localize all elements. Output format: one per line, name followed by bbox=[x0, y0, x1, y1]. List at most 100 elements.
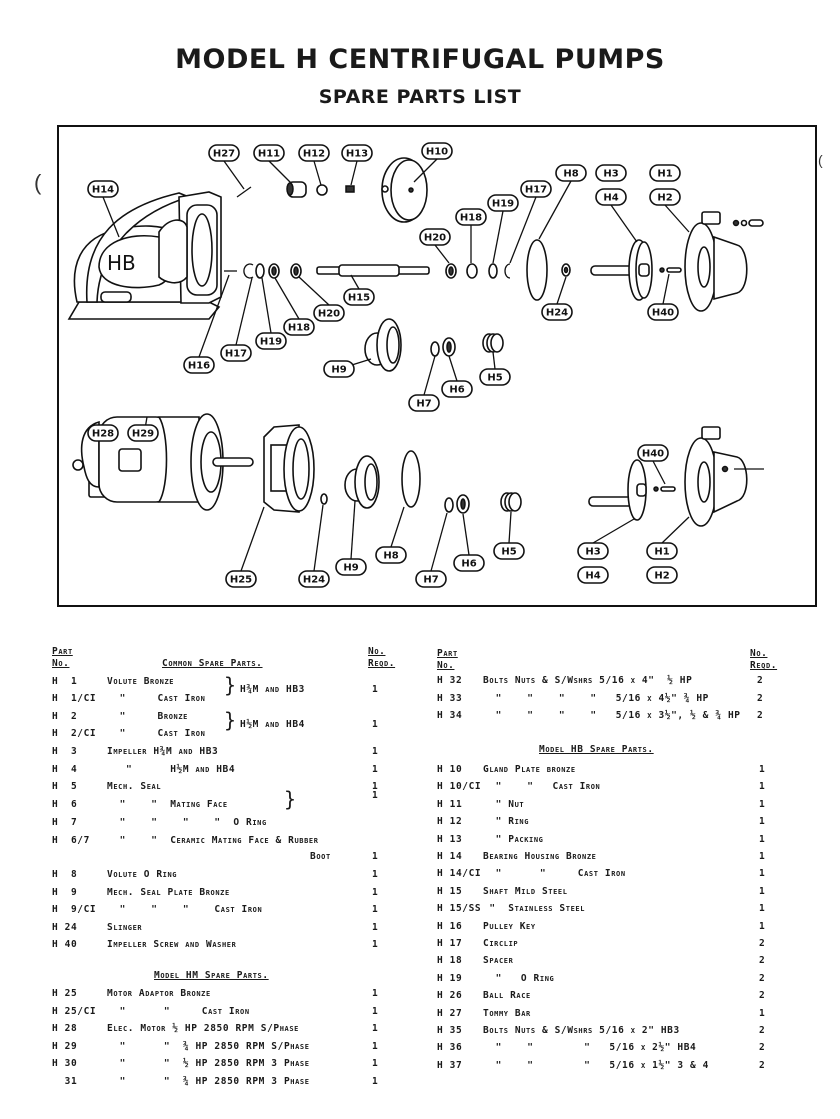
leader-line bbox=[390, 506, 405, 548]
part-number: H 1/CI bbox=[52, 693, 97, 704]
leader-line bbox=[430, 512, 448, 572]
column-header-part: Part bbox=[52, 646, 73, 657]
leader-line bbox=[592, 518, 635, 544]
part-callout: H18 bbox=[274, 277, 315, 336]
callout-label: H19 bbox=[492, 199, 514, 210]
part-number: H 9/CI bbox=[52, 904, 97, 915]
quantity-required: 2 bbox=[759, 938, 766, 949]
part-callout: H7 bbox=[408, 355, 440, 412]
quantity-required: 1 bbox=[372, 1075, 379, 1087]
callout-label: H13 bbox=[346, 149, 368, 160]
callout-label: H18 bbox=[460, 213, 482, 224]
part-description: " " " 5/16 x 1½" 3 & 4 bbox=[483, 1059, 709, 1071]
part-callout: H3 bbox=[595, 164, 627, 182]
column-header-no: No. bbox=[437, 660, 455, 671]
group-qty: 1 bbox=[372, 790, 379, 801]
callout-bubble bbox=[646, 542, 678, 560]
callout-label: H6 bbox=[449, 385, 464, 396]
callout-label: H14 bbox=[92, 185, 114, 196]
part-callout: H5 bbox=[479, 351, 511, 386]
callout-bubble bbox=[577, 542, 609, 560]
callout-label: H20 bbox=[318, 309, 340, 320]
callout-bubble bbox=[577, 566, 609, 584]
section-heading-common: Common Spare Parts. bbox=[162, 658, 263, 669]
part-number: H 13 bbox=[437, 833, 463, 845]
leader-line bbox=[298, 276, 330, 306]
part-description: " " Cast Iron bbox=[107, 1005, 250, 1017]
leader-line bbox=[423, 355, 436, 396]
callout-label: H5 bbox=[487, 373, 502, 384]
part-callout: H24 bbox=[541, 276, 573, 321]
quantity-required: 1 bbox=[759, 781, 766, 793]
part-number: H 15 bbox=[437, 885, 463, 897]
quantity-required: 1 bbox=[372, 1058, 379, 1069]
part-number: H 8 bbox=[52, 869, 78, 880]
leader-line bbox=[662, 273, 670, 305]
part-description: " Stainless Steel bbox=[483, 903, 586, 915]
part-number: H 37 bbox=[437, 1059, 463, 1071]
part-number: H 9 bbox=[52, 887, 78, 898]
volute-o-ring-drawing bbox=[526, 239, 548, 301]
part-number: H 33 bbox=[437, 692, 463, 704]
part-callout: H10 bbox=[413, 142, 453, 183]
part-number: H 4 bbox=[52, 764, 78, 775]
callout-bubble bbox=[637, 444, 669, 462]
part-number: H 10/CI bbox=[437, 781, 482, 793]
leader-line bbox=[509, 196, 537, 264]
callout-bubble bbox=[555, 164, 587, 182]
section-heading-hb: Model HB Spare Parts. bbox=[539, 744, 654, 755]
seal-plate-drawing bbox=[344, 455, 380, 509]
callout-bubble bbox=[323, 360, 355, 378]
part-description: Gland Plate bronze bbox=[483, 764, 576, 775]
callout-label: H16 bbox=[188, 361, 210, 372]
leader-line bbox=[350, 500, 356, 560]
callout-label: H27 bbox=[213, 149, 235, 160]
slinger-bottom-drawing bbox=[320, 493, 328, 505]
part-number: H 25/CI bbox=[52, 1005, 97, 1017]
electric-motor-drawing bbox=[72, 413, 254, 511]
leader-line bbox=[274, 277, 300, 320]
part-number: H 35 bbox=[437, 1025, 463, 1036]
part-description: Slinger bbox=[107, 922, 143, 933]
exploded-view-diagram: HB bbox=[57, 125, 817, 607]
part-callout: H9 bbox=[323, 358, 372, 378]
callout-bubble bbox=[255, 332, 287, 350]
impeller-screw-bottom-drawing bbox=[653, 486, 659, 492]
part-number: H 17 bbox=[437, 938, 463, 949]
callout-bubble bbox=[541, 303, 573, 321]
part-description: Elec. Motor ½ HP 2850 RPM S/Phase bbox=[107, 1023, 299, 1034]
part-number: H 29 bbox=[52, 1040, 78, 1052]
quantity-required: 2 bbox=[757, 710, 764, 721]
callout-bubble bbox=[520, 180, 552, 198]
quantity-required: 1 bbox=[759, 868, 766, 880]
scan-artifact-mark: ( bbox=[34, 170, 42, 195]
part-callout: H4 bbox=[577, 566, 609, 584]
part-callout: H27 bbox=[208, 144, 245, 190]
quantity-required: 2 bbox=[759, 955, 766, 967]
mech-seal-top-drawing bbox=[482, 333, 504, 353]
callout-bubble bbox=[225, 570, 257, 588]
part-description: " Cast Iron bbox=[107, 693, 206, 704]
callout-bubble bbox=[375, 546, 407, 564]
brace-mark: } bbox=[224, 673, 237, 697]
part-description: " " Cast Iron bbox=[483, 781, 601, 793]
part-callout: H40 bbox=[647, 273, 679, 321]
part-callout: H2 bbox=[646, 566, 678, 584]
leader-line bbox=[652, 460, 666, 485]
o-ring-right-drawing bbox=[488, 263, 498, 279]
quantity-required: 1 bbox=[759, 798, 766, 810]
part-number: H 40 bbox=[52, 939, 78, 950]
leader-line bbox=[434, 244, 450, 264]
callout-bubble bbox=[298, 144, 330, 162]
part-description: " " Cast Iron bbox=[483, 868, 626, 880]
callout-label: H9 bbox=[331, 365, 346, 376]
callout-label: H17 bbox=[525, 185, 547, 196]
quantity-required: 2 bbox=[759, 1042, 766, 1054]
callout-bubble bbox=[453, 554, 485, 572]
callout-bubble bbox=[595, 188, 627, 206]
part-callout: H18 bbox=[455, 208, 487, 263]
part-callout: H20 bbox=[298, 276, 345, 322]
part-callout: H24 bbox=[298, 504, 330, 588]
circlip-right-drawing bbox=[504, 263, 511, 279]
